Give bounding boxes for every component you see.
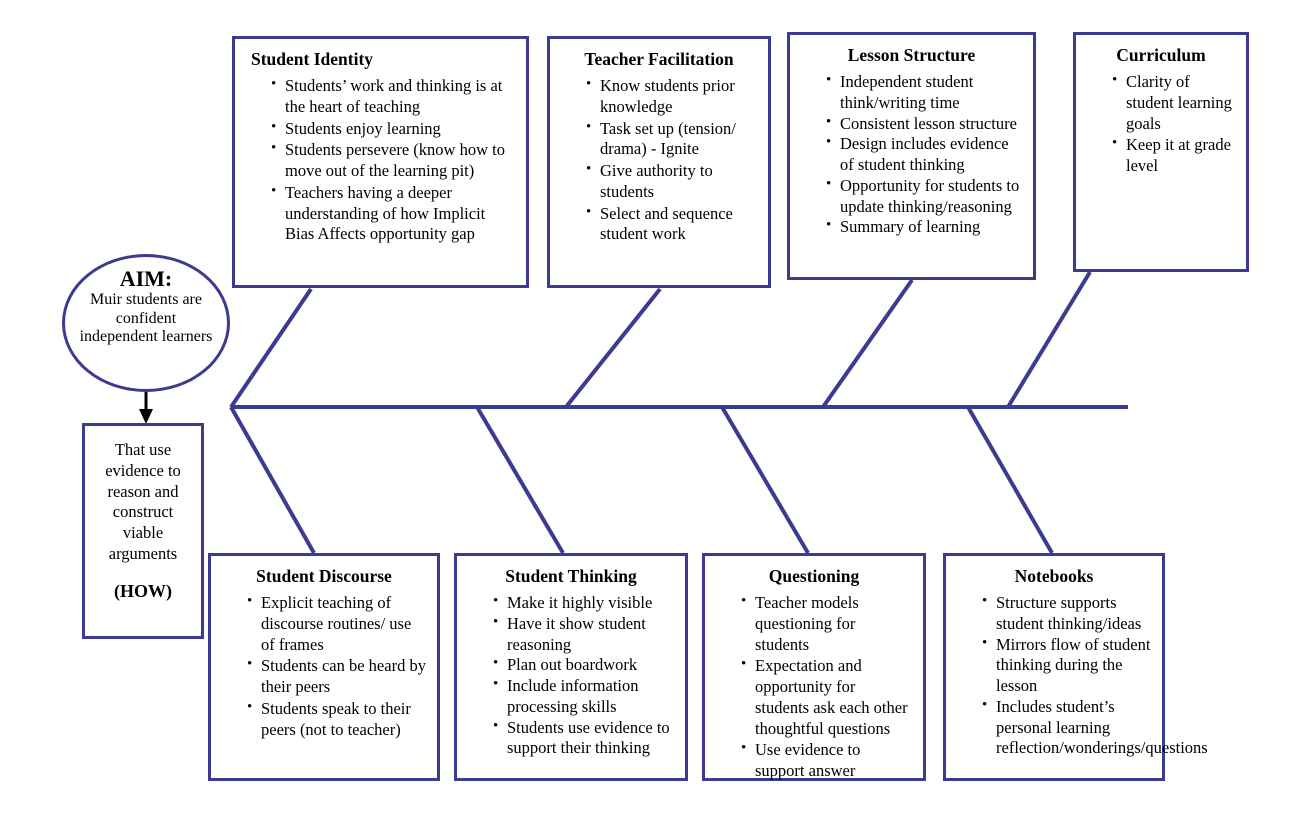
category-box-curriculum: Curriculum Clarity of student learning g… bbox=[1073, 32, 1249, 272]
category-item: Consistent lesson structure bbox=[826, 113, 1023, 135]
rib-student-discourse bbox=[229, 406, 316, 554]
category-item: Plan out boardwork bbox=[493, 654, 675, 676]
category-box-teacher-facilitation: Teacher Facilitation Know students prior… bbox=[547, 36, 771, 288]
category-item: Includes student’s personal learning ref… bbox=[982, 696, 1208, 759]
rib-notebooks bbox=[966, 406, 1054, 554]
category-item: Make it highly visible bbox=[493, 592, 675, 614]
rib-student-identity bbox=[229, 287, 313, 409]
category-item: Clarity of student learning goals bbox=[1112, 71, 1236, 134]
aim-circle: AIM: Muir students are confident indepen… bbox=[62, 254, 230, 392]
category-item-list: Know students prior knowledgeTask set up… bbox=[560, 75, 758, 246]
category-item-list: Clarity of student learning goalsKeep it… bbox=[1086, 71, 1236, 177]
category-box-student-thinking: Student Thinking Make it highly visibleH… bbox=[454, 553, 688, 781]
aim-to-how-arrow-head bbox=[139, 409, 153, 424]
category-item-list: Structure supports student thinking/idea… bbox=[956, 592, 1208, 759]
category-item: Give authority to students bbox=[586, 160, 758, 203]
aim-text: Muir students are confident independent … bbox=[79, 291, 213, 346]
category-item: Students persevere (know how to move out… bbox=[271, 139, 516, 182]
category-item: Explicit teaching of discourse routines/… bbox=[247, 592, 427, 655]
category-title: Questioning bbox=[768, 566, 860, 586]
category-item: Design includes evidence of student thin… bbox=[826, 133, 1023, 176]
category-title: Student Identity bbox=[251, 49, 374, 69]
category-item: Select and sequence student work bbox=[586, 203, 758, 246]
category-item-list: Independent student think/writing timeCo… bbox=[800, 71, 1023, 238]
category-title: Student Thinking bbox=[505, 566, 637, 586]
category-item: Expectation and opportunity for students… bbox=[741, 655, 913, 739]
how-box: That use evidence to reason and construc… bbox=[82, 423, 204, 639]
category-item: Keep it at grade level bbox=[1112, 134, 1236, 177]
category-item: Task set up (tension/ drama) - Ignite bbox=[586, 118, 758, 161]
category-item-list: Make it highly visibleHave it show stude… bbox=[467, 592, 675, 760]
category-title: Teacher Facilitation bbox=[584, 49, 734, 69]
category-box-lesson-structure: Lesson Structure Independent student thi… bbox=[787, 32, 1036, 280]
category-title: Curriculum bbox=[1116, 45, 1206, 65]
category-item: Students’ work and thinking is at the he… bbox=[271, 75, 516, 118]
category-title: Student Discourse bbox=[256, 566, 392, 586]
category-item: Have it show student reasoning bbox=[493, 613, 675, 656]
category-box-student-discourse: Student Discourse Explicit teaching of d… bbox=[208, 553, 440, 781]
category-item: Teacher models questioning for students bbox=[741, 592, 913, 655]
category-box-student-identity: Student Identity Students’ work and thin… bbox=[232, 36, 529, 288]
category-item: Students speak to their peers (not to te… bbox=[247, 698, 427, 741]
rib-lesson-structure bbox=[821, 278, 914, 409]
category-item: Include information processing skills bbox=[493, 675, 675, 718]
how-text: That use evidence to reason and construc… bbox=[105, 440, 181, 563]
rib-teacher-facilitation bbox=[564, 287, 662, 409]
aim-label: AIM: bbox=[119, 266, 173, 291]
category-box-notebooks: Notebooks Structure supports student thi… bbox=[943, 553, 1208, 781]
category-item: Students enjoy learning bbox=[271, 118, 516, 140]
rib-questioning bbox=[720, 405, 810, 555]
category-item: Students use evidence to support their t… bbox=[493, 717, 675, 760]
category-item: Students can be heard by their peers bbox=[247, 655, 427, 698]
category-item: Summary of learning bbox=[826, 216, 1023, 238]
category-box-questioning: Questioning Teacher models questioning f… bbox=[702, 553, 926, 781]
category-title: Notebooks bbox=[1014, 566, 1094, 586]
rib-curriculum bbox=[1006, 270, 1092, 409]
category-title: Lesson Structure bbox=[847, 45, 976, 65]
category-item-list: Teacher models questioning for studentsE… bbox=[715, 592, 913, 782]
category-item: Use evidence to support answer bbox=[741, 739, 913, 782]
how-label: (HOW) bbox=[114, 580, 172, 601]
category-item: Opportunity for students to update think… bbox=[826, 175, 1023, 218]
category-item-list: Students’ work and thinking is at the he… bbox=[245, 75, 516, 245]
category-item: Know students prior knowledge bbox=[586, 75, 758, 118]
category-item: Structure supports student thinking/idea… bbox=[982, 592, 1152, 635]
category-item: Teachers having a deeper understanding o… bbox=[271, 182, 516, 245]
category-item-list: Explicit teaching of discourse routines/… bbox=[221, 592, 427, 741]
category-item: Mirrors flow of student thinking during … bbox=[982, 634, 1152, 697]
rib-student-thinking bbox=[475, 405, 565, 555]
category-item: Independent student think/writing time bbox=[826, 71, 1023, 114]
